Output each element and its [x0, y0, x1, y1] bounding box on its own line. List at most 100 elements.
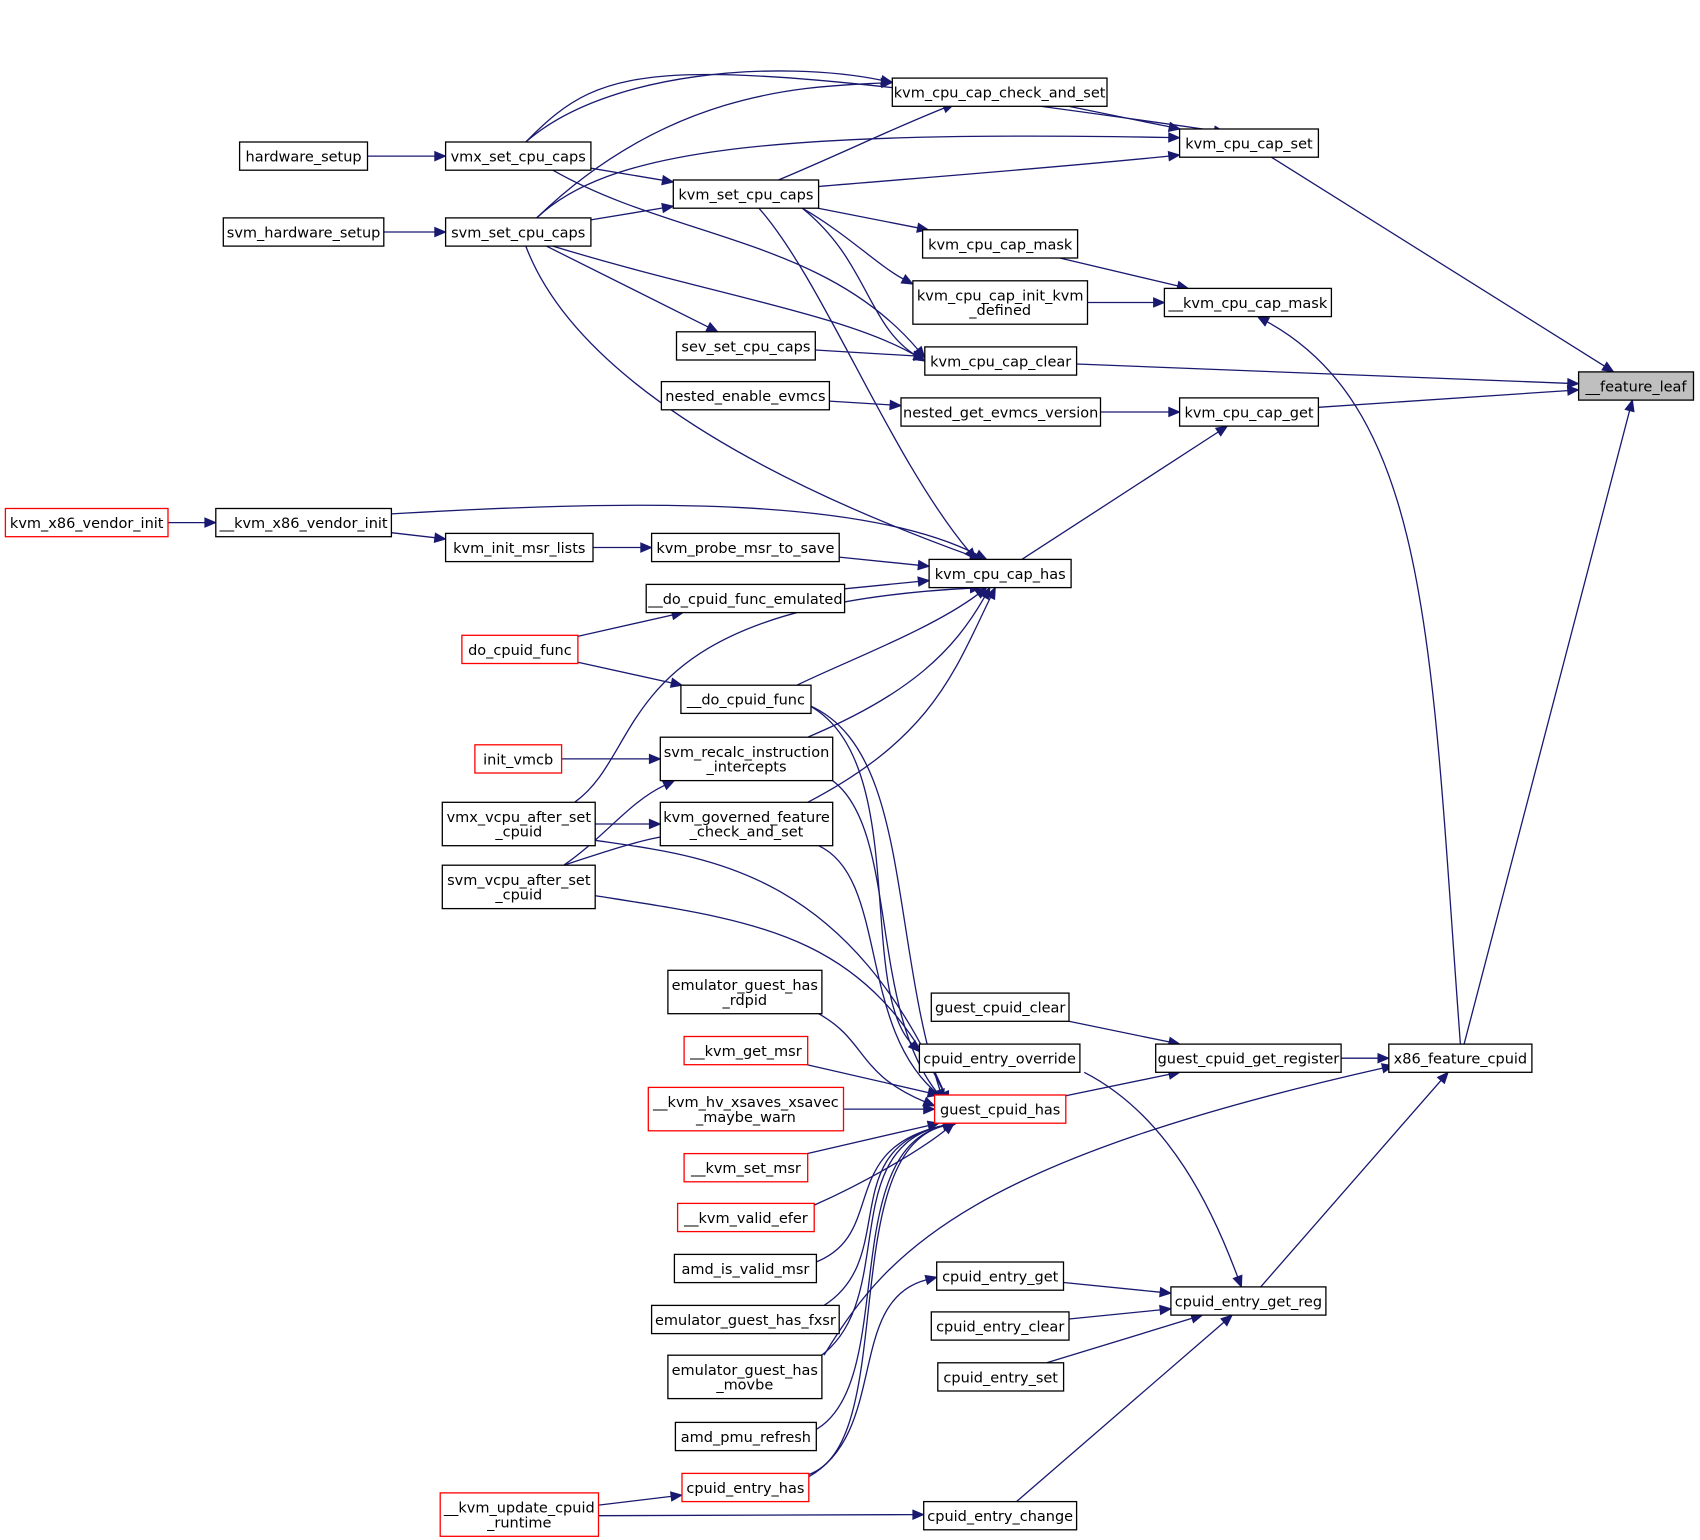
node-kvm-x86-vendor-init[interactable]: __kvm_x86_vendor_init — [215, 507, 393, 538]
edge-arrowhead — [648, 818, 662, 830]
node-label: kvm_cpu_cap_clear — [930, 355, 1071, 371]
node-label: cpuid_entry_change — [927, 1509, 1073, 1525]
edge-do-cpuid-func-to-guest-cpuid-has — [807, 704, 941, 1091]
edge-cpuid-entry-has-to-guest-cpuid-has — [808, 1124, 946, 1476]
node-label: guest_cpuid_has — [940, 1103, 1060, 1119]
node-amd-is-valid-msr[interactable]: amd_is_valid_msr — [673, 1253, 818, 1284]
node-box — [937, 1362, 1065, 1392]
node-do-cpuid-func[interactable]: __do_cpuid_func — [680, 684, 812, 715]
node-sev-set-cpu-caps[interactable]: sev_set_cpu_caps — [675, 331, 816, 361]
node-kvm-cpu-cap-check-and-set[interactable]: kvm_cpu_cap_check_and_set — [891, 77, 1108, 107]
node-cpuid-entry-clear[interactable]: cpuid_entry_clear — [930, 1311, 1070, 1341]
node-label: kvm_x86_vendor_init — [10, 516, 164, 532]
edge-cpuid-entry-change-to-cpuid-entry-get-reg — [1016, 1321, 1225, 1503]
node-amd-pmu-refresh[interactable]: amd_pmu_refresh — [674, 1421, 817, 1452]
node-cpuid-entry-change[interactable]: cpuid_entry_change — [923, 1500, 1078, 1531]
edge-arrowhead — [669, 677, 684, 688]
node-box — [683, 1152, 809, 1183]
node-kvm-init-msr-lists[interactable]: kvm_init_msr_lists — [444, 532, 594, 563]
node-kvm-cpu-cap-mask[interactable]: __kvm_cpu_cap_mask — [1163, 287, 1333, 318]
node-kvm-x86-vendor-init[interactable]: kvm_x86_vendor_init — [4, 507, 169, 538]
edge-arrowhead — [1168, 132, 1181, 143]
node-cpuid-entry-get-reg[interactable]: cpuid_entry_get_reg — [1170, 1286, 1327, 1316]
node-guest-cpuid-has[interactable]: guest_cpuid_has — [933, 1094, 1067, 1124]
node-x86-feature-cpuid[interactable]: x86_feature_cpuid — [1388, 1043, 1533, 1073]
node-box — [645, 583, 846, 614]
edge-kvm-set-cpu-caps-to-kvm-cpu-cap-set — [818, 155, 1169, 188]
edge-vmx-set-cpu-caps-to-kvm-cpu-cap-set — [525, 73, 1215, 143]
node-svm-set-cpu-caps[interactable]: svm_set_cpu_caps — [444, 217, 592, 247]
node-guest-cpuid-get-register[interactable]: guest_cpuid_get_register — [1155, 1043, 1342, 1073]
edge-cpuid-entry-clear-to-cpuid-entry-get-reg — [1068, 1309, 1161, 1320]
node-kvm-cpu-cap-set[interactable]: kvm_cpu_cap_set — [1178, 128, 1320, 158]
node-label: nested_get_evmcs_version — [903, 405, 1098, 421]
node-emulator-guest-has-rdpid[interactable]: emulator_guest_has_rdpid — [667, 969, 823, 1015]
node-kvm-hv-xsaves-xsavec-maybe-warn[interactable]: __kvm_hv_xsaves_xsavec_maybe_warn — [647, 1086, 845, 1132]
node-svm-hardware-setup[interactable]: svm_hardware_setup — [222, 217, 385, 247]
node-emulator-guest-has-movbe[interactable]: emulator_guest_has_movbe — [667, 1354, 823, 1400]
node-box — [659, 736, 834, 782]
node-kvm-valid-efer[interactable]: __kvm_valid_efer — [676, 1202, 815, 1233]
node-label: cpuid_entry_override — [923, 1052, 1076, 1068]
node-cpuid-entry-has[interactable]: cpuid_entry_has — [681, 1472, 810, 1503]
node-label: _cpuid — [494, 888, 542, 904]
edge-arrowhead — [1168, 406, 1181, 418]
edge-nested-enable-evmcs-to-nested-get-evmcs-version — [829, 400, 891, 406]
node-cpuid-entry-set[interactable]: cpuid_entry_set — [937, 1362, 1065, 1392]
node-do-cpuid-func[interactable]: do_cpuid_func — [461, 634, 579, 665]
node-vmx-vcpu-after-set-cpuid[interactable]: vmx_vcpu_after_set_cpuid — [441, 801, 596, 847]
edge-arrowhead — [1167, 150, 1181, 162]
node-kvm-cpu-cap-has[interactable]: kvm_cpu_cap_has — [928, 558, 1072, 589]
node-do-cpuid-func-emulated[interactable]: __do_cpuid_func_emulated — [645, 583, 846, 614]
edge-cpuid-entry-get-reg-to-x86-feature-cpuid — [1260, 1079, 1442, 1288]
node-kvm-set-msr[interactable]: __kvm_set_msr — [683, 1152, 809, 1183]
node-cpuid-entry-override[interactable]: cpuid_entry_override — [918, 1043, 1081, 1073]
node-label: __kvm_cpu_cap_mask — [1168, 296, 1328, 312]
node-vmx-set-cpu-caps[interactable]: vmx_set_cpu_caps — [444, 141, 592, 171]
node-init-vmcb[interactable]: init_vmcb — [474, 744, 563, 774]
edge-emulator-guest-has-fxsr-to-guest-cpuid-has — [823, 1124, 944, 1306]
node-kvm-probe-msr-to-save[interactable]: kvm_probe_msr_to_save — [650, 532, 840, 563]
node-svm-recalc-instruction-intercepts[interactable]: svm_recalc_instruction_intercepts — [659, 736, 834, 782]
node-box — [441, 801, 596, 847]
edge-kvm-cpu-cap-get-to-feature-leaf — [1318, 389, 1568, 408]
node-kvm-get-msr[interactable]: __kvm_get_msr — [683, 1035, 809, 1066]
edge-kvm-set-cpu-caps-to-kvm-cpu-cap-clear — [801, 207, 916, 356]
node-kvm-cpu-cap-init-kvm-defined[interactable]: kvm_cpu_cap_init_kvm_defined — [912, 280, 1089, 325]
node-kvm-governed-feature-check-and-set[interactable]: kvm_governed_feature_check_and_set — [659, 801, 834, 847]
node-kvm-update-cpuid-runtime[interactable]: __kvm_update_cpuid_runtime — [439, 1492, 600, 1537]
node-kvm-cpu-cap-clear[interactable]: kvm_cpu_cap_clear — [924, 346, 1078, 376]
node-kvm-set-cpu-caps[interactable]: kvm_set_cpu_caps — [672, 179, 820, 209]
node-emulator-guest-has-fxsr[interactable]: emulator_guest_has_fxsr — [650, 1304, 840, 1335]
node-label: emulator_guest_has_fxsr — [655, 1313, 836, 1329]
node-label: kvm_cpu_cap_check_and_set — [894, 86, 1106, 102]
node-label: cpuid_entry_get_reg — [1175, 1294, 1322, 1310]
node-nested-enable-evmcs[interactable]: nested_enable_evmcs — [660, 380, 831, 411]
node-kvm-cpu-cap-get[interactable]: kvm_cpu_cap_get — [1178, 397, 1320, 427]
node-nested-get-evmcs-version[interactable]: nested_get_evmcs_version — [900, 397, 1102, 427]
edge-vmx-vcpu-after-set-cpuid-to-guest-cpuid-has — [594, 839, 945, 1093]
node-svm-vcpu-after-set-cpuid[interactable]: svm_vcpu_after_set_cpuid — [441, 864, 596, 910]
node-label: _movbe — [715, 1378, 773, 1394]
node-hardware-setup[interactable]: hardware_setup — [238, 141, 369, 171]
node-label: _cpuid — [494, 825, 542, 841]
node-box — [675, 331, 816, 361]
node-label: kvm_governed_feature — [663, 810, 830, 826]
node-box — [680, 684, 812, 715]
edge-cpuid-entry-set-to-cpuid-entry-get-reg — [1046, 1317, 1193, 1364]
node-label: _rdpid — [721, 993, 767, 1009]
edge-arrowhead — [433, 532, 447, 543]
edge-svm-set-cpu-caps-to-kvm-set-cpu-caps — [590, 207, 663, 221]
node-box — [1155, 1043, 1342, 1073]
node-cpuid-entry-get[interactable]: cpuid_entry_get — [936, 1261, 1065, 1291]
graph-nodes: __feature_leafkvm_cpu_cap_setkvm_cpu_cap… — [4, 77, 1695, 1537]
node-kvm-cpu-cap-mask[interactable]: kvm_cpu_cap_mask — [921, 229, 1079, 259]
edge-kvm-set-cpu-caps-to-kvm-cpu-cap-has — [758, 207, 970, 552]
node-box — [439, 1492, 600, 1537]
edge-amd-is-valid-msr-to-guest-cpuid-has — [812, 1124, 944, 1264]
node-guest-cpuid-clear[interactable]: guest_cpuid_clear — [930, 992, 1070, 1022]
edge-arrowhead — [1436, 1071, 1449, 1085]
edge-do-cpuid-func-to-cpuid-entry-override — [807, 704, 913, 1045]
node-label: cpuid_entry_set — [943, 1370, 1058, 1386]
